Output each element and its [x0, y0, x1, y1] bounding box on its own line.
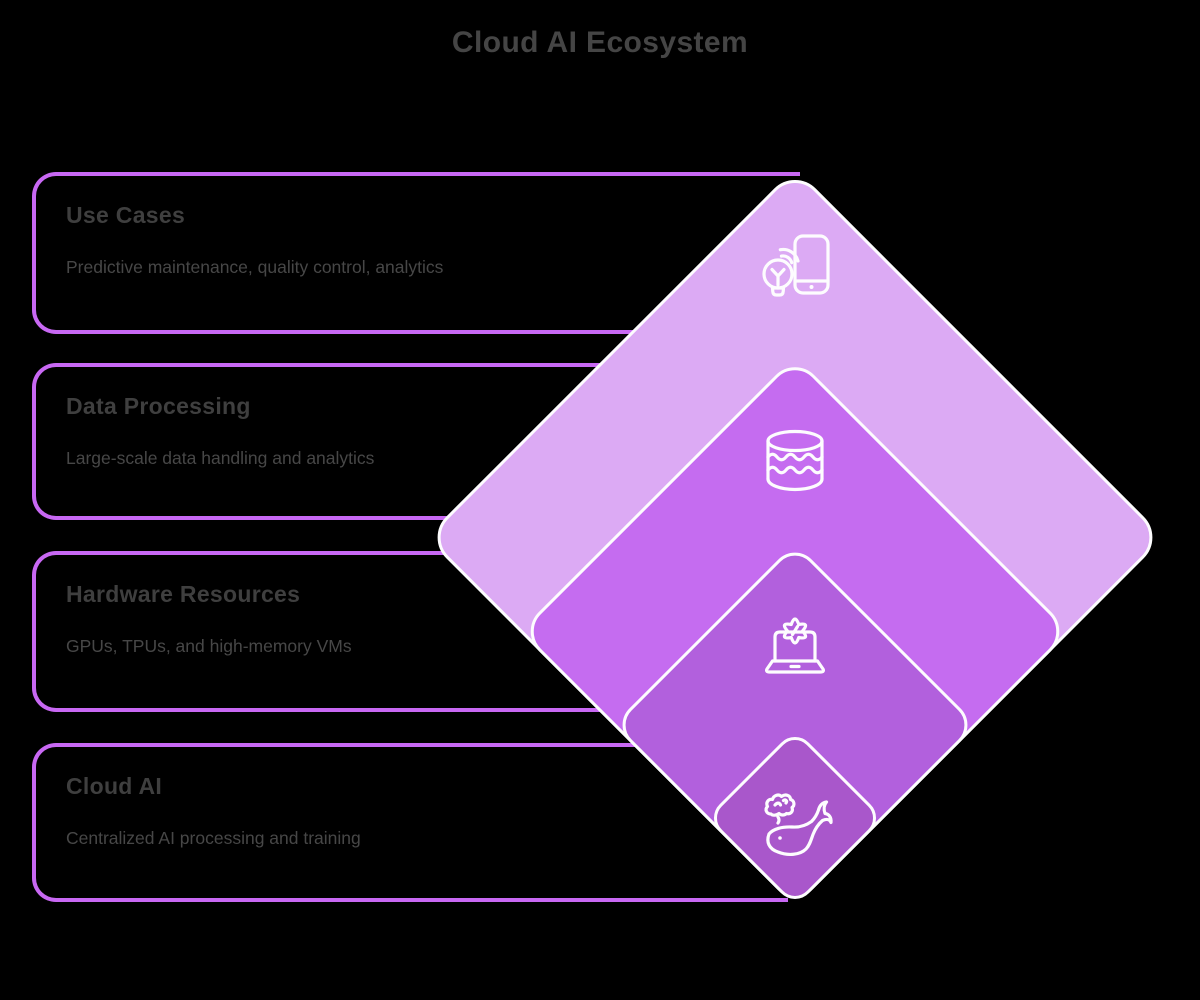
smart-device-icon [762, 234, 830, 297]
compute-laptop-icon [765, 617, 825, 674]
card-description: GPUs, TPUs, and high-memory VMs [66, 636, 352, 656]
connector-line-use-cases-top [628, 172, 800, 176]
card-description: Large-scale data handling and analytics [66, 448, 375, 468]
card-use-cases: Use Cases Predictive maintenance, qualit… [32, 172, 632, 334]
card-description: Centralized AI processing and training [66, 828, 361, 848]
card-data-processing: Data Processing Large-scale data handlin… [32, 363, 632, 520]
card-hardware-resources: Hardware Resources GPUs, TPUs, and high-… [32, 551, 632, 712]
diamond-layer-hardware-resources [622, 552, 968, 898]
diagram-title: Cloud AI Ecosystem [451, 26, 749, 59]
card-title: Use Cases [66, 202, 186, 228]
card-title: Hardware Resources [66, 581, 301, 607]
card-title: Cloud AI [66, 773, 163, 799]
connector-line-cloud-ai-bottom [628, 898, 788, 902]
data-lake-icon [766, 429, 824, 492]
ai-whale-icon [764, 793, 833, 856]
card-title: Data Processing [66, 393, 251, 419]
diamond-layer-cloud-ai [713, 736, 877, 900]
card-cloud-ai: Cloud AI Centralized AI processing and t… [32, 743, 632, 902]
card-description: Predictive maintenance, quality control,… [66, 257, 444, 277]
